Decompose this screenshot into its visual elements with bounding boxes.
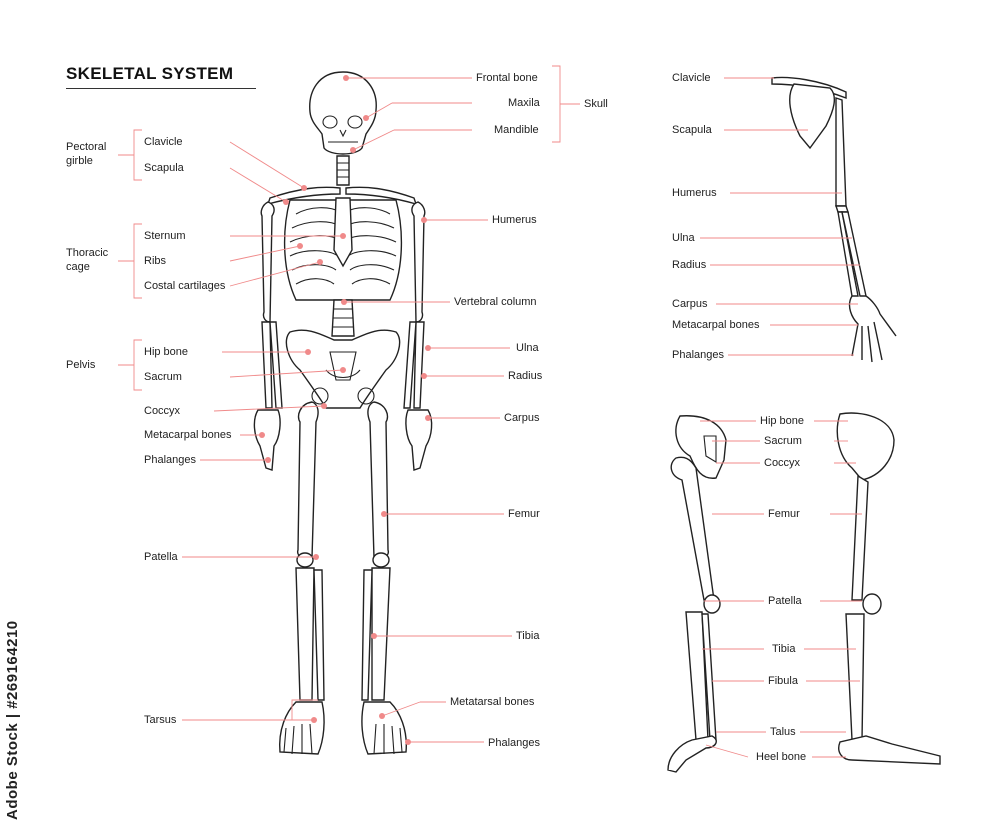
main-leaders (118, 65, 580, 745)
arm-label-radius: Radius (672, 259, 707, 271)
label-tarsus: Tarsus (144, 714, 177, 726)
arm-leaders (700, 77, 860, 356)
label-sternum: Sternum (144, 230, 186, 242)
title-underline (66, 88, 256, 89)
arm-label-humerus: Humerus (672, 187, 717, 199)
leg-label-heel-bone: Heel bone (756, 751, 807, 763)
leg-leaders (700, 420, 862, 758)
label-costal-cartilages: Costal cartilages (144, 280, 226, 292)
label-coccyx: Coccyx (144, 405, 181, 417)
label-skull-group: Skull (584, 98, 608, 110)
leg-skeleton (667, 412, 941, 773)
arm-label-phalanges: Phalanges (672, 349, 724, 361)
arm-skeleton (771, 76, 897, 363)
label-carpus: Carpus (504, 412, 540, 424)
label-mandible: Mandible (494, 124, 539, 136)
page-title: SKELETAL SYSTEM (66, 64, 234, 83)
label-pectoral-group: Pectoral girble (66, 141, 107, 167)
label-hip-bone: Hip bone (144, 346, 189, 358)
label-clavicle: Clavicle (144, 136, 183, 148)
arm-label-ulna: Ulna (672, 232, 695, 244)
leg-label-sacrum: Sacrum (764, 435, 802, 447)
leg-label-coccyx: Coccyx (764, 457, 801, 469)
label-sacrum: Sacrum (144, 371, 182, 383)
arm-label-clavicle: Clavicle (672, 72, 711, 84)
arm-label-scapula: Scapula (672, 124, 712, 136)
leg-label-tibia: Tibia (772, 643, 796, 655)
arm-label-metacarpal-bones: Metacarpal bones (672, 319, 760, 331)
leg-label-femur: Femur (768, 508, 800, 520)
watermark: Adobe Stock | #269164210 (4, 620, 21, 820)
label-metacarpal-bones: Metacarpal bones (144, 429, 232, 441)
label-pelvis-group: Pelvis (66, 359, 96, 371)
label-femur: Femur (508, 508, 540, 520)
leg-label-fibula: Fibula (768, 675, 798, 687)
leg-label-hip-bone: Hip bone (760, 415, 805, 427)
label-ulna: Ulna (516, 342, 539, 354)
label-phalanges-hand: Phalanges (144, 454, 196, 466)
label-thoracic-group: Thoracic cage (66, 247, 109, 273)
leg-label-talus: Talus (770, 726, 796, 738)
label-tibia: Tibia (516, 630, 540, 642)
label-radius: Radius (508, 370, 543, 382)
label-phalanges-foot: Phalanges (488, 737, 540, 749)
label-frontal-bone: Frontal bone (476, 72, 538, 84)
label-maxila: Maxila (508, 97, 540, 109)
label-scapula: Scapula (144, 162, 184, 174)
label-humerus: Humerus (492, 214, 537, 226)
main-skeleton (253, 71, 433, 755)
label-ribs: Ribs (144, 255, 167, 267)
leg-label-patella: Patella (768, 595, 802, 607)
label-patella: Patella (144, 551, 178, 563)
label-metatarsal-bones: Metatarsal bones (450, 696, 535, 708)
label-vertebral-column: Vertebral column (454, 296, 537, 308)
arm-label-carpus: Carpus (672, 298, 708, 310)
